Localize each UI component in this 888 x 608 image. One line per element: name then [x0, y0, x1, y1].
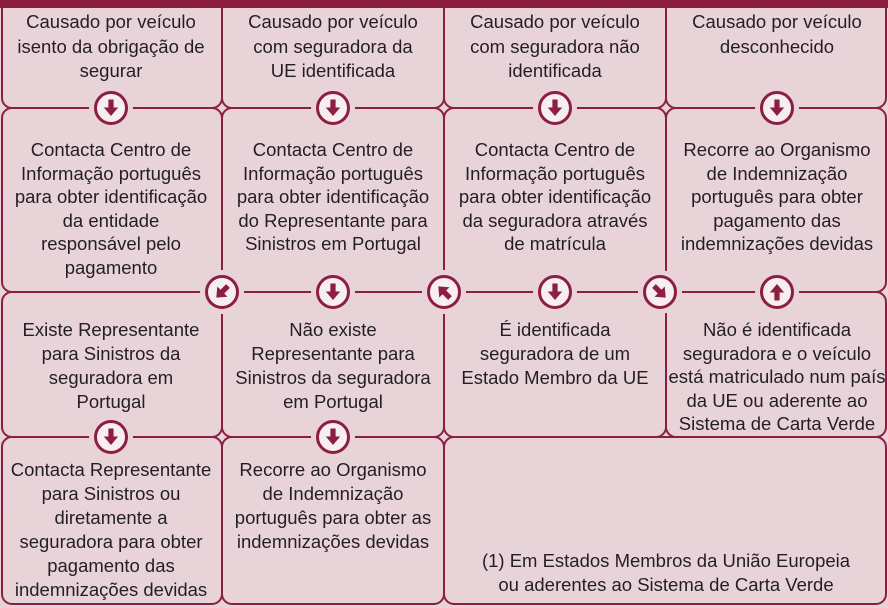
- case-eu-insurer-identified-text: Causado por veículo com seguradora da UE…: [248, 11, 418, 81]
- step-contact-info-centre-plate: Contacta Centro de Informação português …: [458, 139, 652, 254]
- outcome-insurer-not-identified: Não é identificada seguradora e o veícul…: [668, 319, 886, 435]
- outcome-representative-exists: Existe Representante para Sinistros da s…: [22, 319, 200, 412]
- case-insurer-unidentified-text: Causado por veículo com seguradora não i…: [470, 11, 640, 81]
- arrow-down-right-icon: [638, 270, 682, 314]
- step-contact-info-centre-responsible-entity: Contacta Centro de Informação português …: [14, 139, 208, 278]
- arrow-up-icon: [755, 270, 799, 314]
- case-exempt-vehicle-text: Causado por veículo isento da obrigação …: [17, 11, 205, 81]
- arrow-down-icon: [311, 86, 355, 130]
- step-compensation-body: Recorre ao Organismo de Indemnização por…: [234, 459, 432, 552]
- step-contact-representative-or-insurer: Contacta Representante para Sinistros ou…: [10, 459, 212, 600]
- case-unknown-vehicle-text: Causado por veículo desconhecido: [692, 11, 862, 57]
- arrow-down-icon: [755, 86, 799, 130]
- arrow-down-icon: [311, 415, 355, 459]
- arrow-down-icon: [311, 270, 355, 314]
- connectors: [89, 86, 799, 459]
- footnote: (1) Em Estados Membros da União Europeia…: [481, 550, 851, 595]
- arrow-down-left-icon: [200, 270, 244, 314]
- step-compensation-body-unknown-vehicle: Recorre ao Organismo de Indemnização por…: [680, 139, 874, 254]
- arrow-up-left-icon: [422, 270, 466, 314]
- footnote-box-border: [443, 436, 887, 605]
- outcome-no-representative: Não existe Representante para Sinistros …: [235, 319, 431, 412]
- arrow-down-icon: [533, 86, 577, 130]
- arrow-down-icon: [89, 415, 133, 459]
- header-band: [0, 0, 888, 8]
- step-contact-info-centre-representative: Contacta Centro de Informação português …: [236, 139, 430, 254]
- arrow-down-icon: [533, 270, 577, 314]
- outcome-eu-insurer-identified: É identificada seguradora de um Estado M…: [461, 319, 649, 388]
- arrow-down-icon: [89, 86, 133, 130]
